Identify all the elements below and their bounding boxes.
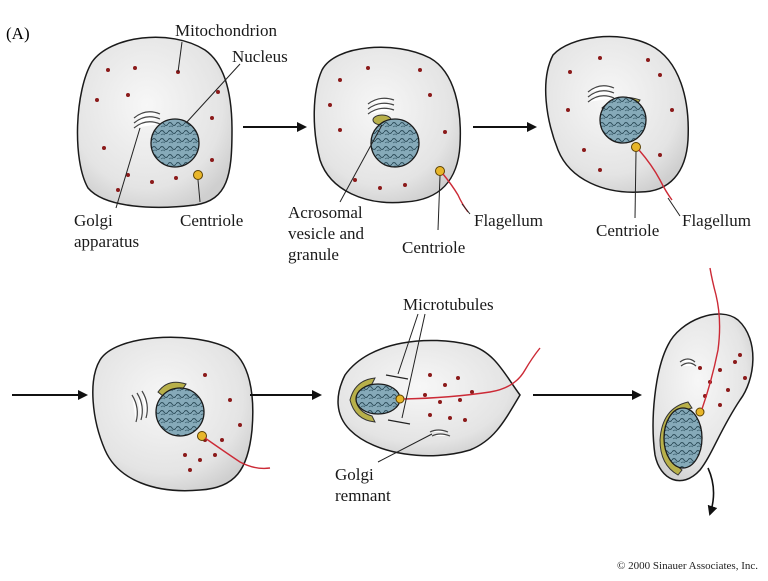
label-golgi-remnant-line2: remnant	[335, 486, 391, 505]
label-flagellum-2: Flagellum	[474, 211, 543, 230]
centriole-3	[631, 142, 641, 152]
cell-stage-1	[76, 36, 233, 209]
flagellum-3	[638, 149, 673, 201]
label-centriole-2: Centriole	[402, 238, 466, 257]
cell-stage-6	[652, 267, 754, 516]
descending-arrow	[707, 467, 718, 516]
stage-arrows	[12, 122, 642, 400]
label-acrosomal-line1: Acrosomal	[288, 203, 363, 222]
cell-stage-4	[92, 336, 271, 492]
centriole-1	[193, 170, 203, 180]
label-microtubules: Microtubules	[403, 295, 494, 314]
copyright-notice: © 2000 Sinauer Associates, Inc.	[617, 560, 758, 572]
nucleus-3	[599, 96, 647, 144]
label-nucleus: Nucleus	[232, 47, 288, 66]
label-mitochondrion: Mitochondrion	[175, 21, 277, 40]
label-acrosomal-line3: granule	[288, 245, 339, 264]
nucleus-6	[663, 407, 703, 469]
cell-stage-2	[313, 46, 469, 213]
golgi-apparatus-2	[367, 97, 395, 115]
nucleus-1	[150, 118, 200, 168]
label-acrosomal-line2: vesicle and	[288, 224, 364, 243]
nucleus-5	[355, 383, 401, 415]
golgi-apparatus-1	[133, 111, 161, 129]
cell-stage-3	[544, 35, 689, 201]
nucleus-2	[370, 118, 420, 168]
nucleus-4	[155, 387, 205, 437]
cell-stage-5	[337, 339, 541, 457]
label-centriole-3: Centriole	[596, 221, 660, 240]
mitochondria-dots	[95, 66, 220, 192]
centriole-2	[435, 166, 445, 176]
label-golgi-line1: Golgi	[74, 211, 113, 230]
label-centriole-1: Centriole	[180, 211, 244, 230]
panel-label: (A)	[6, 24, 30, 43]
microtubules-marks	[385, 374, 411, 425]
golgi-remnant	[429, 429, 451, 437]
leader-lines	[115, 41, 681, 463]
label-golgi-line2: apparatus	[74, 232, 140, 251]
label-flagellum-3: Flagellum	[682, 211, 751, 230]
label-golgi-remnant-line1: Golgi	[335, 465, 374, 484]
